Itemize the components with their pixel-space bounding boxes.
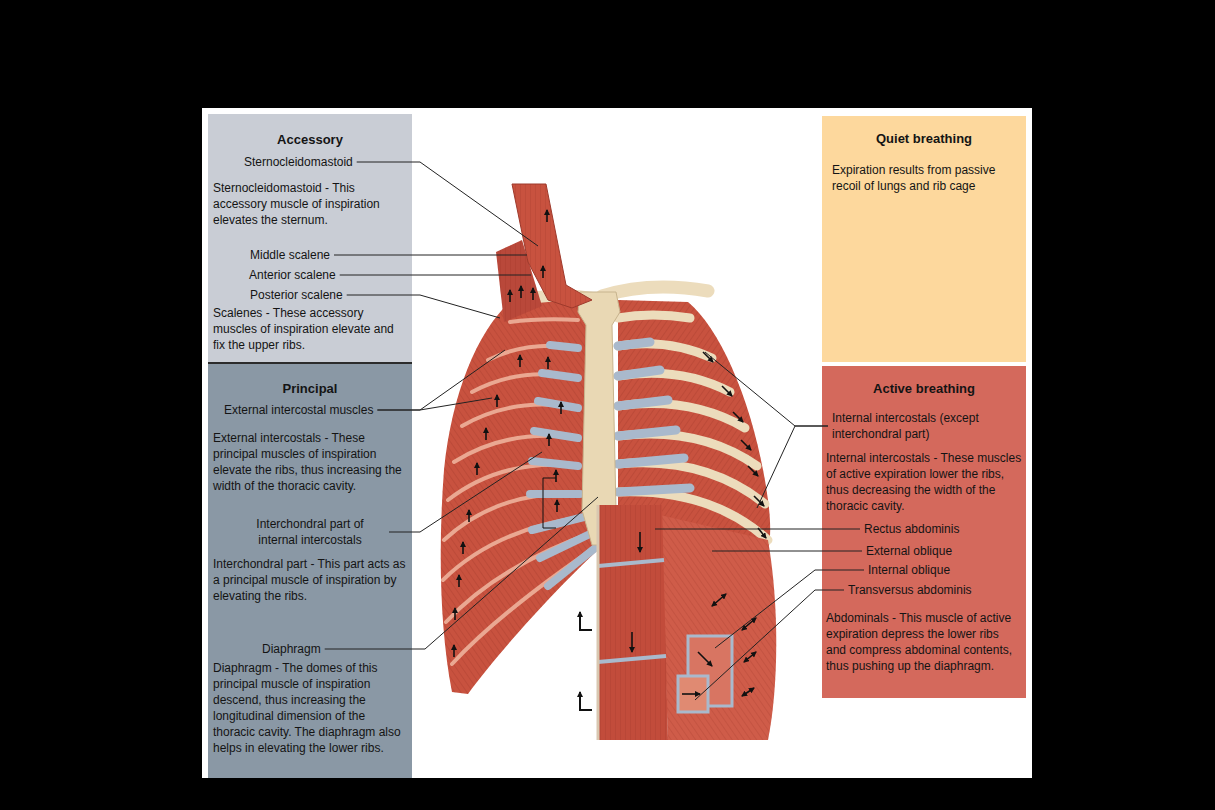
leader-line xyxy=(655,529,860,530)
leader-line xyxy=(695,590,844,700)
leader-line xyxy=(377,350,505,410)
leader-line xyxy=(340,275,531,276)
info-panel: AccessorySternocleidomastoidSternocleido… xyxy=(208,114,412,362)
leader-line xyxy=(715,570,864,648)
info-panel: Active breathingInternal intercostals (e… xyxy=(822,366,1026,698)
muscle-label: Posterior scalene xyxy=(250,287,343,303)
panel-heading: Active breathing xyxy=(822,381,1026,397)
leader-line xyxy=(757,426,828,508)
description-text: Scalenes - These accessory muscles of in… xyxy=(213,305,409,353)
interchondral-bracket xyxy=(543,478,556,528)
leader-line xyxy=(705,352,828,426)
description-text: Diaphragm - The domes of this principal … xyxy=(213,660,409,756)
muscle-label: Middle scalene xyxy=(250,247,330,263)
muscle-label: Internal oblique xyxy=(868,562,950,578)
movement-arrows xyxy=(454,210,766,710)
description-text: Internal intercostals - These muscles of… xyxy=(826,450,1022,514)
abdominal-muscles xyxy=(598,505,776,740)
leader-line xyxy=(347,295,500,318)
muscle-label: Interchondral part of internal intercost… xyxy=(235,516,385,548)
description-text: External intercostals - These principal … xyxy=(213,430,409,494)
muscle-label: Transversus abdominis xyxy=(848,582,972,598)
description-text: Sternocleidomastoid - This accessory mus… xyxy=(213,180,409,228)
muscle-label: External oblique xyxy=(866,543,952,559)
leader-line xyxy=(377,398,492,410)
panel-heading: Quiet breathing xyxy=(822,131,1026,147)
info-panel: PrincipalExternal intercostal musclesExt… xyxy=(208,362,412,778)
muscle-label: Anterior scalene xyxy=(249,267,336,283)
neck-muscles xyxy=(496,184,592,322)
muscle-label: Rectus abdominis xyxy=(864,521,959,537)
muscle-label: Diaphragm xyxy=(262,641,321,657)
muscle-label: Sternocleidomastoid xyxy=(244,154,353,170)
white-panel xyxy=(202,108,1032,778)
leader-line xyxy=(334,255,527,256)
leader-line xyxy=(389,452,542,532)
description-text: Interchondral part - This part acts as a… xyxy=(213,556,409,604)
info-panel: Quiet breathingExpiration results from p… xyxy=(822,116,1026,362)
left-ribcage xyxy=(441,300,600,694)
panel-heading: Accessory xyxy=(208,132,412,148)
muscle-label: External intercostal muscles xyxy=(224,402,373,418)
leader-line xyxy=(325,497,598,649)
description-text: Expiration results from passive recoil o… xyxy=(832,162,1022,194)
description-text: Abdominals - This muscle of active expir… xyxy=(826,610,1022,674)
leader-line xyxy=(357,162,538,246)
leader-line xyxy=(712,551,862,552)
panel-heading: Principal xyxy=(208,381,412,397)
description-text: Internal intercostals (except interchond… xyxy=(832,410,997,442)
